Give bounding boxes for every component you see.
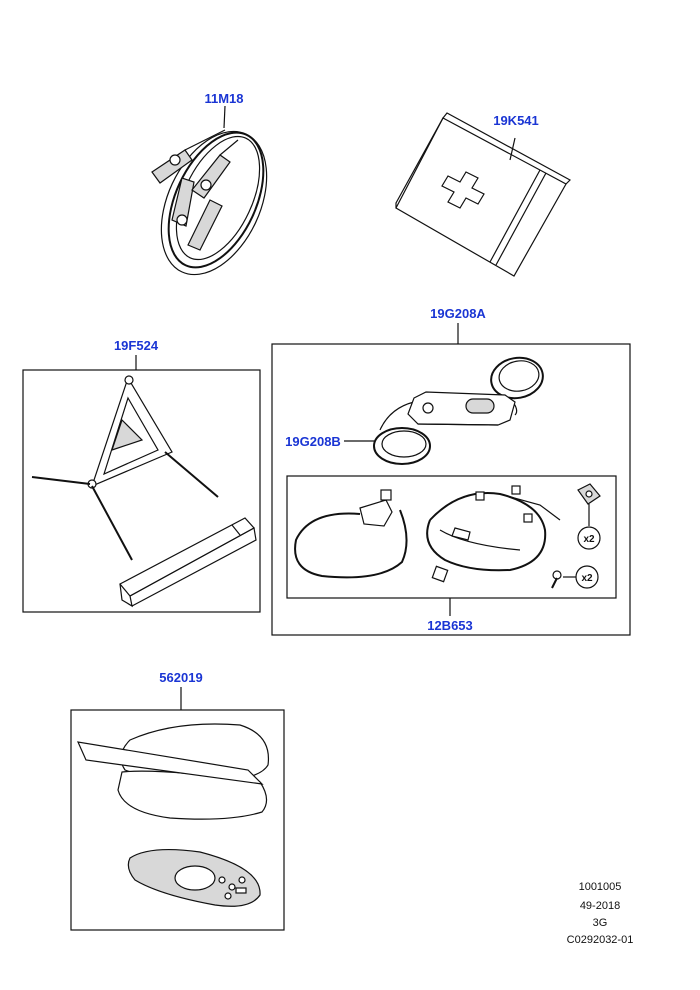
jump-leads-illustration	[151, 105, 268, 276]
part-label-charging-cable-kit: 19G208A	[430, 306, 486, 321]
key-fob-case-frame	[70, 709, 285, 931]
first-aid-kit-illustration	[395, 112, 571, 277]
reference-line-2: 49-2018	[580, 900, 620, 912]
clip-illustration	[577, 483, 601, 526]
clip-qty-badge	[577, 526, 601, 550]
warning-triangle-illustration	[31, 375, 257, 608]
part-label-key-fob-case: 562019	[159, 670, 202, 685]
reference-line-4: C0292032-01	[567, 934, 634, 946]
screw-illustration	[551, 570, 576, 589]
warning-triangle-frame	[22, 369, 261, 613]
key-fob-case-illustration	[76, 723, 270, 907]
part-label-jump-leads: 11M18	[204, 91, 243, 106]
part-label-first-aid-kit: 19K541	[493, 113, 539, 128]
part-label-wiring-kit: 12B653	[427, 618, 473, 633]
screw-qty-badge	[575, 565, 599, 589]
charging-cable-illustration	[373, 356, 544, 465]
wiring-kit-frame	[286, 475, 617, 599]
part-label-warning-triangle: 19F524	[114, 338, 159, 353]
clip-qty: x2	[583, 534, 595, 545]
reference-line-3: 3G	[593, 917, 608, 929]
part-label-charging-cable: 19G208B	[285, 434, 341, 449]
screw-qty: x2	[581, 573, 593, 584]
wiring-kit-illustration	[294, 485, 561, 583]
reference-line-1: 1001005	[579, 881, 622, 893]
charging-cable-kit-frame	[271, 343, 631, 636]
